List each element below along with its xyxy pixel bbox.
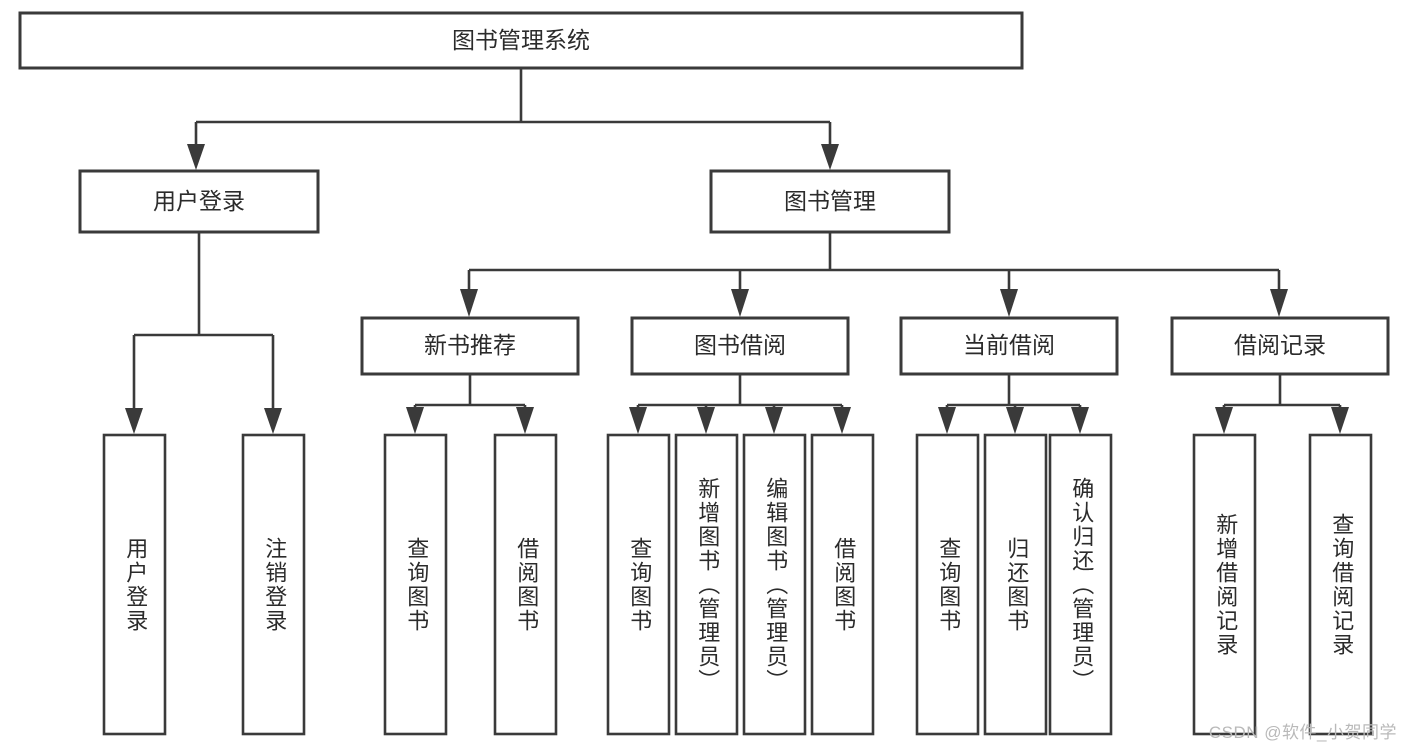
leaf-box — [102, 433, 167, 736]
leaf-node-confirm-return[interactable]: 确认归还（管理员） — [1048, 433, 1113, 736]
arrow-to-leaf-logout — [264, 408, 282, 434]
arrow-to-book-borrow — [731, 289, 749, 317]
leaf-node-add-book[interactable]: 新增图书（管理员） — [674, 433, 739, 736]
node-book-management[interactable]: 图书管理 — [709, 169, 951, 234]
leaf-node-user-login[interactable]: 用户登录 — [102, 433, 167, 736]
borrow-record-label: 借阅记录 — [1234, 332, 1326, 358]
leaf-label: 新增图书（管理员） — [695, 477, 720, 693]
arrow-to-current-borrow — [1000, 289, 1018, 317]
leaf-node-add-borrow-record[interactable]: 新增借阅记录 — [1192, 433, 1257, 736]
leaf-node-edit-book[interactable]: 编辑图书（管理员） — [742, 433, 807, 736]
node-root[interactable]: 图书管理系统 — [18, 11, 1024, 70]
leaf-label: 查询图书 — [404, 537, 429, 633]
root-label: 图书管理系统 — [452, 27, 590, 53]
leaf-label: 查询图书 — [936, 537, 961, 633]
leaf-label: 借阅图书 — [514, 537, 539, 633]
leaf-box — [383, 433, 448, 736]
arrow-to-leaf-query-borrow-record — [1331, 407, 1349, 434]
leaf-box — [606, 433, 671, 736]
connector-new-book-recommend-to-leaves — [406, 374, 534, 434]
arrow-to-leaf-add-book — [697, 407, 715, 434]
new-book-recommend-label: 新书推荐 — [424, 332, 516, 358]
current-borrow-box — [899, 316, 1119, 376]
leaf-label: 新增借阅记录 — [1213, 513, 1238, 657]
connector-user-login-to-leaves — [125, 232, 282, 434]
leaf-box — [1048, 433, 1113, 736]
connector-book-borrow-to-leaves — [629, 374, 851, 434]
arrow-to-book-manage — [821, 144, 839, 170]
arrow-to-user-login — [187, 144, 205, 170]
book-management-label: 图书管理 — [784, 188, 876, 214]
leaf-label: 查询图书 — [627, 537, 652, 633]
leaf-node-borrow-book-recommend[interactable]: 借阅图书 — [493, 433, 558, 736]
connector-root-to-level2 — [187, 68, 839, 170]
node-borrow-record[interactable]: 借阅记录 — [1170, 316, 1390, 376]
leaf-box — [241, 433, 306, 736]
leaf-label: 确认归还（管理员） — [1069, 477, 1094, 693]
leaf-box — [1308, 433, 1373, 736]
leaf-node-logout[interactable]: 注销登录 — [241, 433, 306, 736]
leaf-node-return-book[interactable]: 归还图书 — [983, 433, 1048, 736]
leaf-box — [493, 433, 558, 736]
leaf-label: 编辑图书（管理员） — [763, 477, 788, 693]
arrow-to-leaf-borrow-book-2 — [833, 407, 851, 434]
user-login-label: 用户登录 — [153, 188, 245, 214]
leaf-node-query-book-recommend[interactable]: 查询图书 — [383, 433, 448, 736]
connector-current-borrow-to-leaves — [938, 374, 1089, 434]
leaf-box — [810, 433, 875, 736]
root-box — [18, 11, 1024, 70]
leaf-label: 用户登录 — [123, 537, 148, 633]
leaf-node-borrow-book[interactable]: 借阅图书 — [810, 433, 875, 736]
node-new-book-recommend[interactable]: 新书推荐 — [360, 316, 580, 376]
node-current-borrow[interactable]: 当前借阅 — [899, 316, 1119, 376]
arrow-to-borrow-record — [1270, 289, 1288, 317]
leaf-box — [742, 433, 807, 736]
new-book-recommend-box — [360, 316, 580, 376]
leaf-box — [674, 433, 739, 736]
connector-borrow-record-to-leaves — [1215, 374, 1349, 434]
arrow-to-leaf-query-book-3 — [938, 407, 956, 434]
arrow-to-leaf-query-book-2 — [629, 407, 647, 434]
leaf-box — [1192, 433, 1257, 736]
leaf-node-query-book-current[interactable]: 查询图书 — [915, 433, 980, 736]
leaf-box — [915, 433, 980, 736]
leaf-label: 借阅图书 — [831, 537, 856, 633]
arrow-to-leaf-return-book — [1006, 407, 1024, 434]
node-book-borrow[interactable]: 图书借阅 — [630, 316, 850, 376]
current-borrow-label: 当前借阅 — [963, 332, 1055, 358]
arrow-to-leaf-confirm-return — [1071, 407, 1089, 434]
leaf-node-query-borrow-record[interactable]: 查询借阅记录 — [1308, 433, 1373, 736]
leaf-node-query-book-borrow[interactable]: 查询图书 — [606, 433, 671, 736]
arrow-to-leaf-edit-book — [765, 407, 783, 434]
arrow-to-new-book-recommend — [460, 289, 478, 317]
arrow-to-leaf-borrow-book-1 — [516, 407, 534, 434]
leaf-label: 注销登录 — [262, 537, 287, 633]
node-user-login[interactable]: 用户登录 — [78, 169, 320, 234]
connector-book-management-to-level3 — [460, 232, 1288, 317]
user-login-box — [78, 169, 320, 234]
leaf-label: 归还图书 — [1004, 537, 1029, 633]
arrow-to-leaf-query-book-1 — [406, 407, 424, 434]
leaf-label: 查询借阅记录 — [1329, 513, 1354, 657]
arrow-to-leaf-user-login — [125, 408, 143, 434]
arrow-to-leaf-add-borrow-record — [1215, 407, 1233, 434]
leaf-box — [983, 433, 1048, 736]
book-borrow-label: 图书借阅 — [694, 332, 786, 358]
